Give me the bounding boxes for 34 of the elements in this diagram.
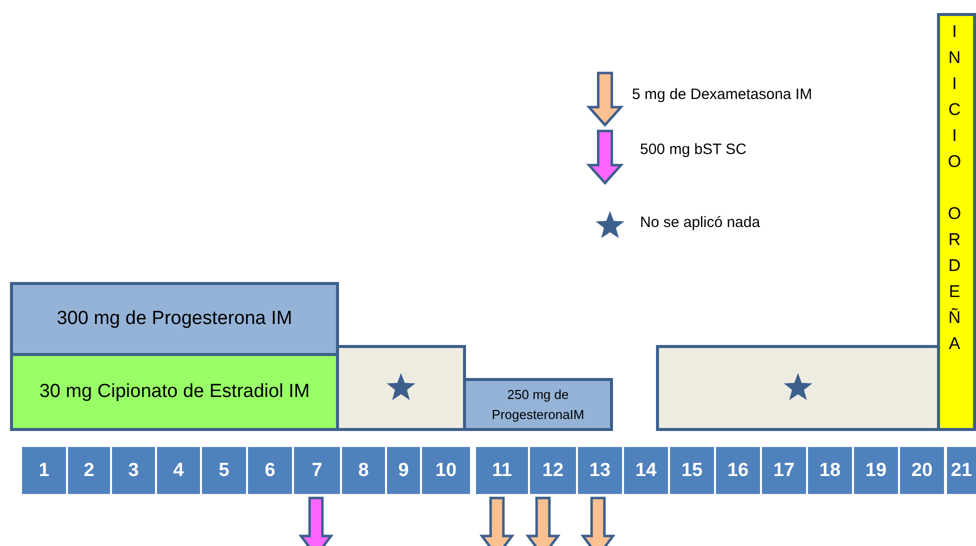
day-number: 7 [294, 447, 340, 494]
treatment-label: INICIO ORDEÑA [946, 21, 963, 360]
legend-text: 500 mg bST SC [640, 141, 746, 158]
legend-text: No se aplicó nada [640, 214, 760, 231]
day-number: 12 [530, 447, 576, 494]
legend-text: 5 mg de Dexametasona IM [632, 86, 812, 103]
day-number: 5 [202, 447, 246, 494]
treatment-box [463, 378, 613, 431]
day-number: 14 [624, 447, 668, 494]
day-number: 15 [670, 447, 714, 494]
day-number: 2 [68, 447, 110, 494]
day-number: 21 [947, 447, 976, 494]
milking-start-box [937, 13, 976, 431]
day-number: 18 [808, 447, 852, 494]
treatment-box [10, 282, 339, 356]
day-number: 3 [112, 447, 155, 494]
empty-period-box [336, 345, 466, 431]
day-number: 13 [578, 447, 622, 494]
day-number: 6 [248, 447, 292, 494]
day-number: 11 [476, 447, 528, 494]
day-number: 19 [854, 447, 898, 494]
treatment-box [10, 353, 339, 431]
day-number: 17 [762, 447, 806, 494]
treatment-label: 30 mg Cipionato de Estradiol IM [39, 381, 310, 403]
day-number: 1 [22, 447, 66, 494]
day-number: 9 [387, 447, 420, 494]
day-number: 8 [342, 447, 385, 494]
treatment-label: 300 mg de Progesterona IM [56, 308, 292, 330]
empty-period-box [656, 345, 940, 431]
treatment-label: 250 mg de ProgesteronaIM [490, 386, 586, 424]
day-number: 4 [157, 447, 200, 494]
day-number: 10 [422, 447, 470, 494]
day-number: 16 [716, 447, 760, 494]
day-number: 20 [900, 447, 944, 494]
